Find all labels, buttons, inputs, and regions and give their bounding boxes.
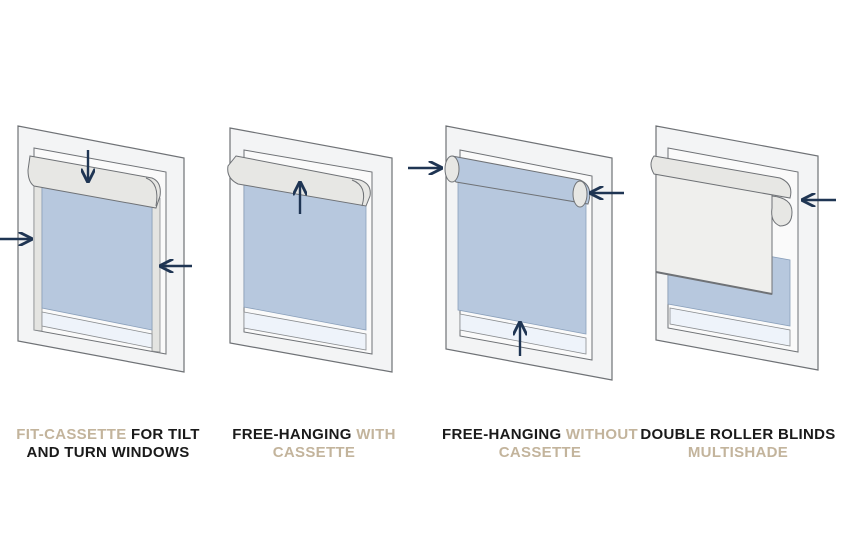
caption-free-hanging-cassette: FREE-HANGING WITH CASSETTE	[214, 426, 414, 462]
cassette-rear	[771, 195, 793, 227]
window-free-hanging-cassette	[227, 127, 393, 373]
caption-fit-cassette: FIT-CASSETTE FOR TILT AND TURN WINDOWS	[8, 426, 208, 462]
caption-double-roller: DOUBLE ROLLER BLINDS MULTISHADE	[638, 426, 838, 462]
caption-text: FREE-HANGING	[442, 426, 562, 443]
cassette-front	[650, 155, 792, 199]
blind-fabric	[243, 181, 367, 331]
side-rail-right	[151, 195, 161, 353]
caption-text: DOUBLE ROLLER	[640, 426, 774, 443]
glass-pane	[243, 311, 367, 351]
caption-text: FREE-HANGING	[232, 426, 352, 443]
window-fit-cassette	[0, 125, 192, 373]
caption-free-hanging-no-cassette: FREE-HANGING WITHOUT CASSETTE	[440, 426, 640, 462]
cassette	[227, 155, 371, 207]
window-free-hanging-no-cassette	[408, 125, 624, 381]
caption-accent: WITHOUT CASSETTE	[498, 426, 638, 461]
caption-text: WINDOWS	[111, 444, 190, 461]
glass-pane	[669, 307, 791, 347]
caption-accent: FIT-CASSETTE	[16, 426, 127, 443]
caption-accent: MULTISHADE	[687, 444, 789, 461]
caption-text: BLINDS	[777, 426, 836, 443]
glass-pane	[41, 311, 153, 349]
side-rail-left	[33, 175, 43, 332]
caption-text: TILT AND TURN	[26, 426, 200, 461]
window-double-roller	[650, 125, 836, 371]
caption-accent: WITH CASSETTE	[272, 426, 396, 461]
blind-fabric	[457, 179, 587, 335]
caption-text: FOR	[126, 426, 164, 443]
